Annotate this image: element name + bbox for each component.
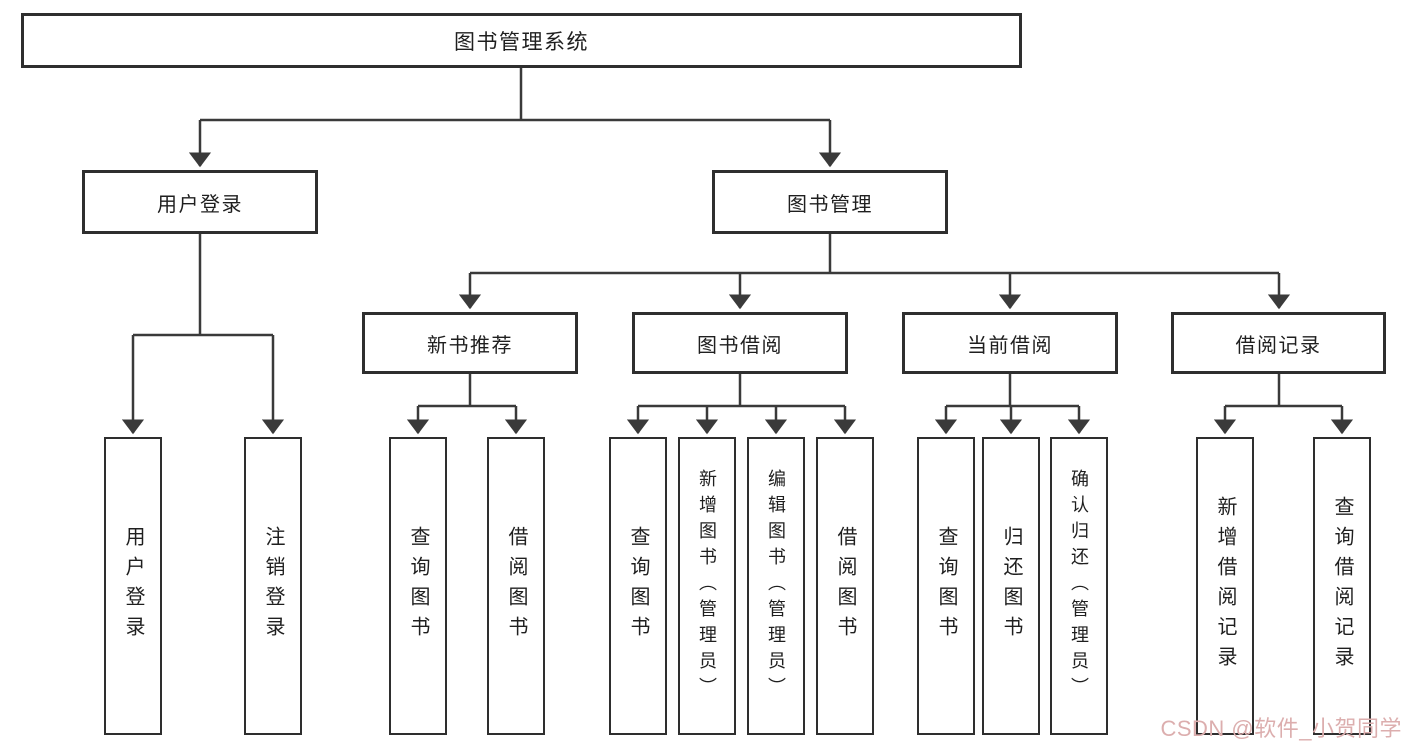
node-new-book-recommend-label: 新书推荐 bbox=[427, 334, 513, 357]
node-book-management-label: 图书管理 bbox=[787, 193, 873, 216]
leaf-return-book: 归还图书 bbox=[982, 437, 1040, 735]
leaf-query-borrow-record: 查询借阅记录 bbox=[1313, 437, 1371, 735]
node-current-borrow-label: 当前借阅 bbox=[967, 334, 1053, 357]
leaf-edit-book-admin: 编辑图书（管理员） bbox=[747, 437, 805, 735]
node-book-management: 图书管理 bbox=[712, 170, 948, 234]
leaf-user-login: 用户登录 bbox=[104, 437, 162, 735]
leaf-query-borrow-record-label: 查询借阅记录 bbox=[1331, 496, 1353, 676]
leaf-add-borrow-record: 新增借阅记录 bbox=[1196, 437, 1254, 735]
leaf-confirm-return-admin-label: 确认归还（管理员） bbox=[1069, 469, 1089, 703]
node-user-login-label: 用户登录 bbox=[157, 193, 243, 216]
node-current-borrow: 当前借阅 bbox=[902, 312, 1118, 374]
leaf-add-book-admin-label: 新增图书（管理员） bbox=[697, 469, 717, 703]
leaf-query-books-current: 查询图书 bbox=[917, 437, 975, 735]
node-book-borrow-label: 图书借阅 bbox=[697, 334, 783, 357]
node-library-system: 图书管理系统 bbox=[21, 13, 1022, 68]
leaf-logout-label: 注销登录 bbox=[262, 526, 284, 646]
leaf-query-books-borrow-label: 查询图书 bbox=[627, 526, 649, 646]
leaf-borrow-books-recommend-label: 借阅图书 bbox=[505, 526, 527, 646]
leaf-confirm-return-admin: 确认归还（管理员） bbox=[1050, 437, 1108, 735]
node-new-book-recommend: 新书推荐 bbox=[362, 312, 578, 374]
leaf-user-login-label: 用户登录 bbox=[122, 526, 144, 646]
leaf-query-books-current-label: 查询图书 bbox=[935, 526, 957, 646]
node-library-system-label: 图书管理系统 bbox=[454, 30, 589, 54]
leaf-add-book-admin: 新增图书（管理员） bbox=[678, 437, 736, 735]
node-borrow-records: 借阅记录 bbox=[1171, 312, 1386, 374]
leaf-edit-book-admin-label: 编辑图书（管理员） bbox=[766, 469, 786, 703]
leaf-borrow-books-recommend: 借阅图书 bbox=[487, 437, 545, 735]
node-borrow-records-label: 借阅记录 bbox=[1235, 334, 1322, 357]
leaf-query-books-recommend: 查询图书 bbox=[389, 437, 447, 735]
node-user-login: 用户登录 bbox=[82, 170, 318, 234]
leaf-add-borrow-record-label: 新增借阅记录 bbox=[1214, 496, 1236, 676]
leaf-query-books-recommend-label: 查询图书 bbox=[407, 526, 429, 646]
leaf-query-books-borrow: 查询图书 bbox=[609, 437, 667, 735]
node-book-borrow: 图书借阅 bbox=[632, 312, 848, 374]
leaf-borrow-books: 借阅图书 bbox=[816, 437, 874, 735]
leaf-logout: 注销登录 bbox=[244, 437, 302, 735]
leaf-borrow-books-label: 借阅图书 bbox=[834, 526, 856, 646]
leaf-return-book-label: 归还图书 bbox=[1000, 526, 1022, 646]
